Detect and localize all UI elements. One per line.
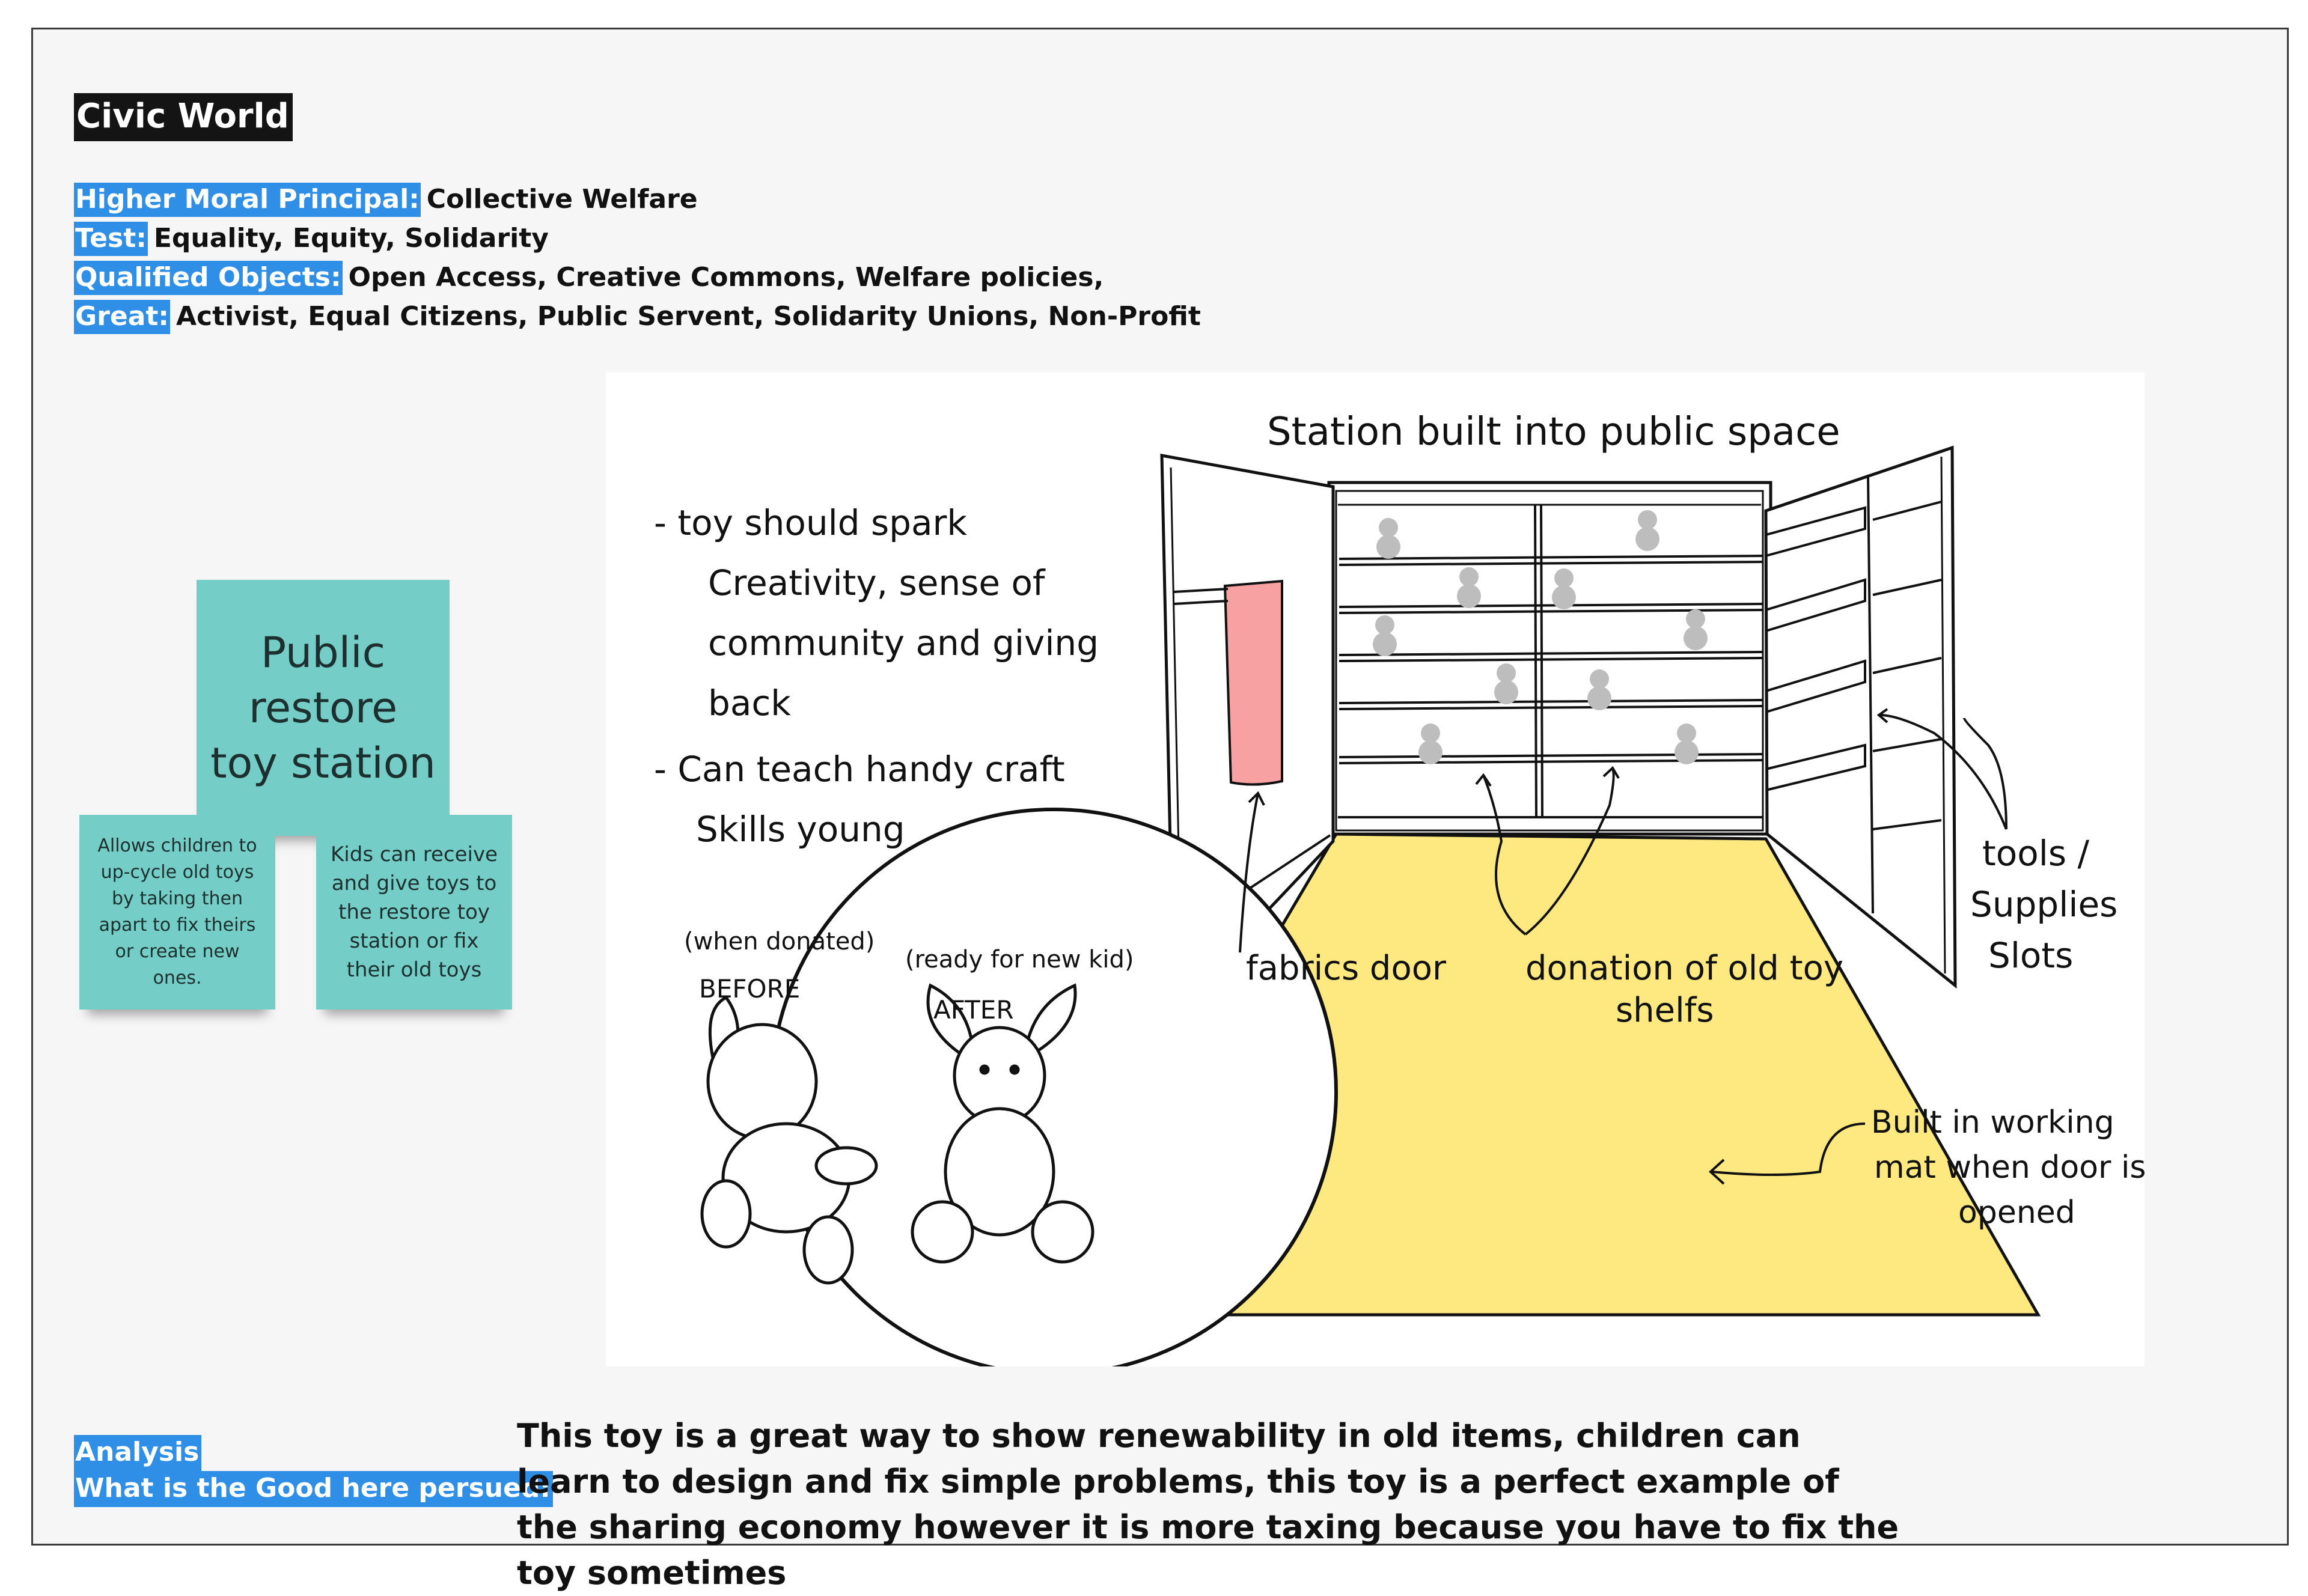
property-label: Higher Moral Principal:: [74, 183, 421, 217]
property-label: Qualified Objects:: [74, 261, 343, 295]
analysis-tag: Analysis: [74, 1435, 202, 1471]
sticky-note-text: Public restore toy station: [210, 628, 436, 788]
label-mat: opened: [1958, 1195, 2075, 1231]
analysis-text: This toy is a great way to show renewabi…: [517, 1417, 1899, 1592]
before-after-circle: [769, 808, 1338, 1366]
analysis-question-tag: What is the Good here persued:: [74, 1471, 553, 1507]
bunny-before: [700, 995, 878, 1285]
property-value: Equality, Equity, Solidarity: [153, 223, 549, 254]
before-caption: (when donated): [684, 928, 875, 955]
toy-icons: [1373, 510, 1708, 764]
property-value: Collective Welfare: [426, 184, 698, 215]
label-mat: Built in working: [1871, 1104, 2114, 1141]
sketch-note-line: Creativity, sense of: [708, 562, 1046, 603]
label-tools: Supplies: [1970, 884, 2117, 925]
property-principle: Higher Moral Principal:Collective Welfar…: [74, 183, 698, 217]
sketch-note-line: - Can teach handy craft: [654, 749, 1065, 790]
property-qualified-objects: Qualified Objects:Open Access, Creative …: [74, 261, 1104, 295]
sticky-note-right[interactable]: Kids can receive and give toys to the re…: [316, 815, 512, 1010]
label-shelfs: shelfs: [1616, 991, 1714, 1030]
sticky-note-main[interactable]: Public restore toy station: [197, 580, 450, 836]
fabric-roll: [1223, 579, 1283, 786]
sketch-note-line: back: [708, 683, 791, 723]
label-tools: tools /: [1982, 833, 2089, 874]
property-label: Great:: [74, 300, 170, 334]
after-caption: (ready for new kid): [905, 946, 1134, 973]
property-label: Test:: [74, 222, 148, 256]
tool-slots: [1765, 501, 1942, 830]
property-value: Open Access, Creative Commons, Welfare p…: [348, 262, 1104, 293]
sketch-heading: Station built into public space: [1267, 410, 1840, 454]
sticky-note-text: Kids can receive and give toys to the re…: [331, 842, 498, 982]
sticky-note-left[interactable]: Allows children to up-cycle old toys by …: [79, 815, 275, 1010]
right-door: [1764, 445, 1957, 989]
property-test: Test:Equality, Equity, Solidarity: [74, 222, 549, 256]
label-tools: Slots: [1988, 935, 2073, 976]
label-shelfs: donation of old toy: [1525, 949, 1843, 988]
board-title: Civic World: [74, 93, 293, 141]
label-fabrics-door: fabrics door: [1246, 949, 1447, 988]
label-mat: mat when door is: [1874, 1150, 2145, 1186]
sketch-image[interactable]: Station built into public space - toy sh…: [606, 373, 2145, 1366]
property-value: Activist, Equal Citizens, Public Servent…: [176, 301, 1201, 332]
before-label: BEFORE: [699, 974, 800, 1004]
bunny-after: [911, 983, 1094, 1264]
sketch-note-line: - toy should spark: [654, 502, 967, 543]
sketch-drawing: Station built into public space - toy sh…: [654, 410, 2145, 1366]
sketch-note-line: community and giving: [708, 623, 1099, 663]
after-label: AFTER: [933, 995, 1014, 1025]
sketch-note-line: Skills young: [696, 809, 905, 850]
property-great: Great:Activist, Equal Citizens, Public S…: [74, 300, 1201, 334]
annotation-arrows: [1239, 708, 2007, 1185]
sticky-note-text: Allows children to up-cycle old toys by …: [97, 835, 257, 988]
